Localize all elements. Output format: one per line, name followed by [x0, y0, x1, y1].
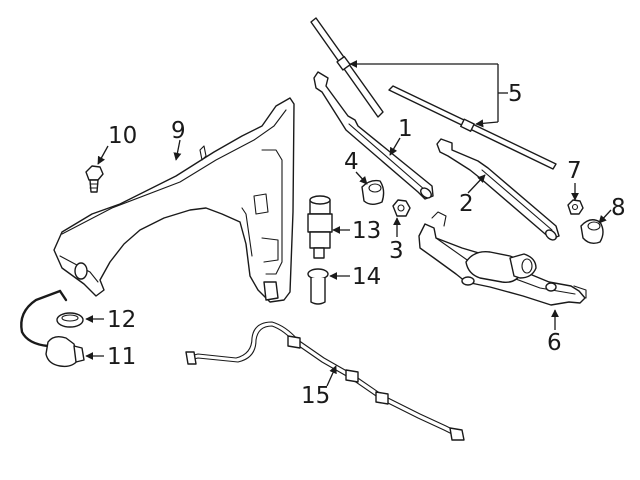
- wiper-motor-linkage: [418, 211, 587, 306]
- washer-pump: [307, 195, 333, 259]
- callout-7: 7: [567, 158, 582, 184]
- washer-hose: [185, 321, 465, 441]
- callout-4: 4: [344, 149, 359, 175]
- callout-13: 13: [352, 218, 381, 244]
- bolt: [85, 165, 104, 193]
- arm-nut: [392, 199, 411, 217]
- lh-wiper-arm: [436, 138, 560, 241]
- rh-wiper-arm: [313, 71, 434, 200]
- callout-labels: 1 2 3 4 5 6 7 8 9 10 11 12 13 14 15: [107, 81, 626, 409]
- seal: [56, 312, 84, 328]
- wiper-blade-upper: [310, 17, 384, 118]
- nut: [567, 199, 584, 215]
- callout-6: 6: [547, 330, 562, 356]
- callout-3: 3: [389, 238, 404, 264]
- callout-14: 14: [352, 264, 381, 290]
- callout-9: 9: [171, 118, 186, 144]
- pump-grommet: [307, 268, 329, 305]
- callout-8: 8: [611, 195, 626, 221]
- callout-15: 15: [301, 383, 330, 409]
- callout-10: 10: [108, 123, 137, 149]
- washer-reservoir: [53, 97, 295, 303]
- grommet: [580, 219, 604, 245]
- callout-12: 12: [107, 307, 136, 333]
- callout-2: 2: [459, 191, 474, 217]
- callout-1: 1: [398, 116, 413, 142]
- leader-lines: [85, 60, 612, 387]
- callout-11: 11: [107, 344, 136, 370]
- callout-5: 5: [508, 81, 523, 107]
- wiper-blade-lower: [388, 85, 557, 170]
- filler-neck: [20, 289, 85, 368]
- pivot-cap: [361, 179, 385, 205]
